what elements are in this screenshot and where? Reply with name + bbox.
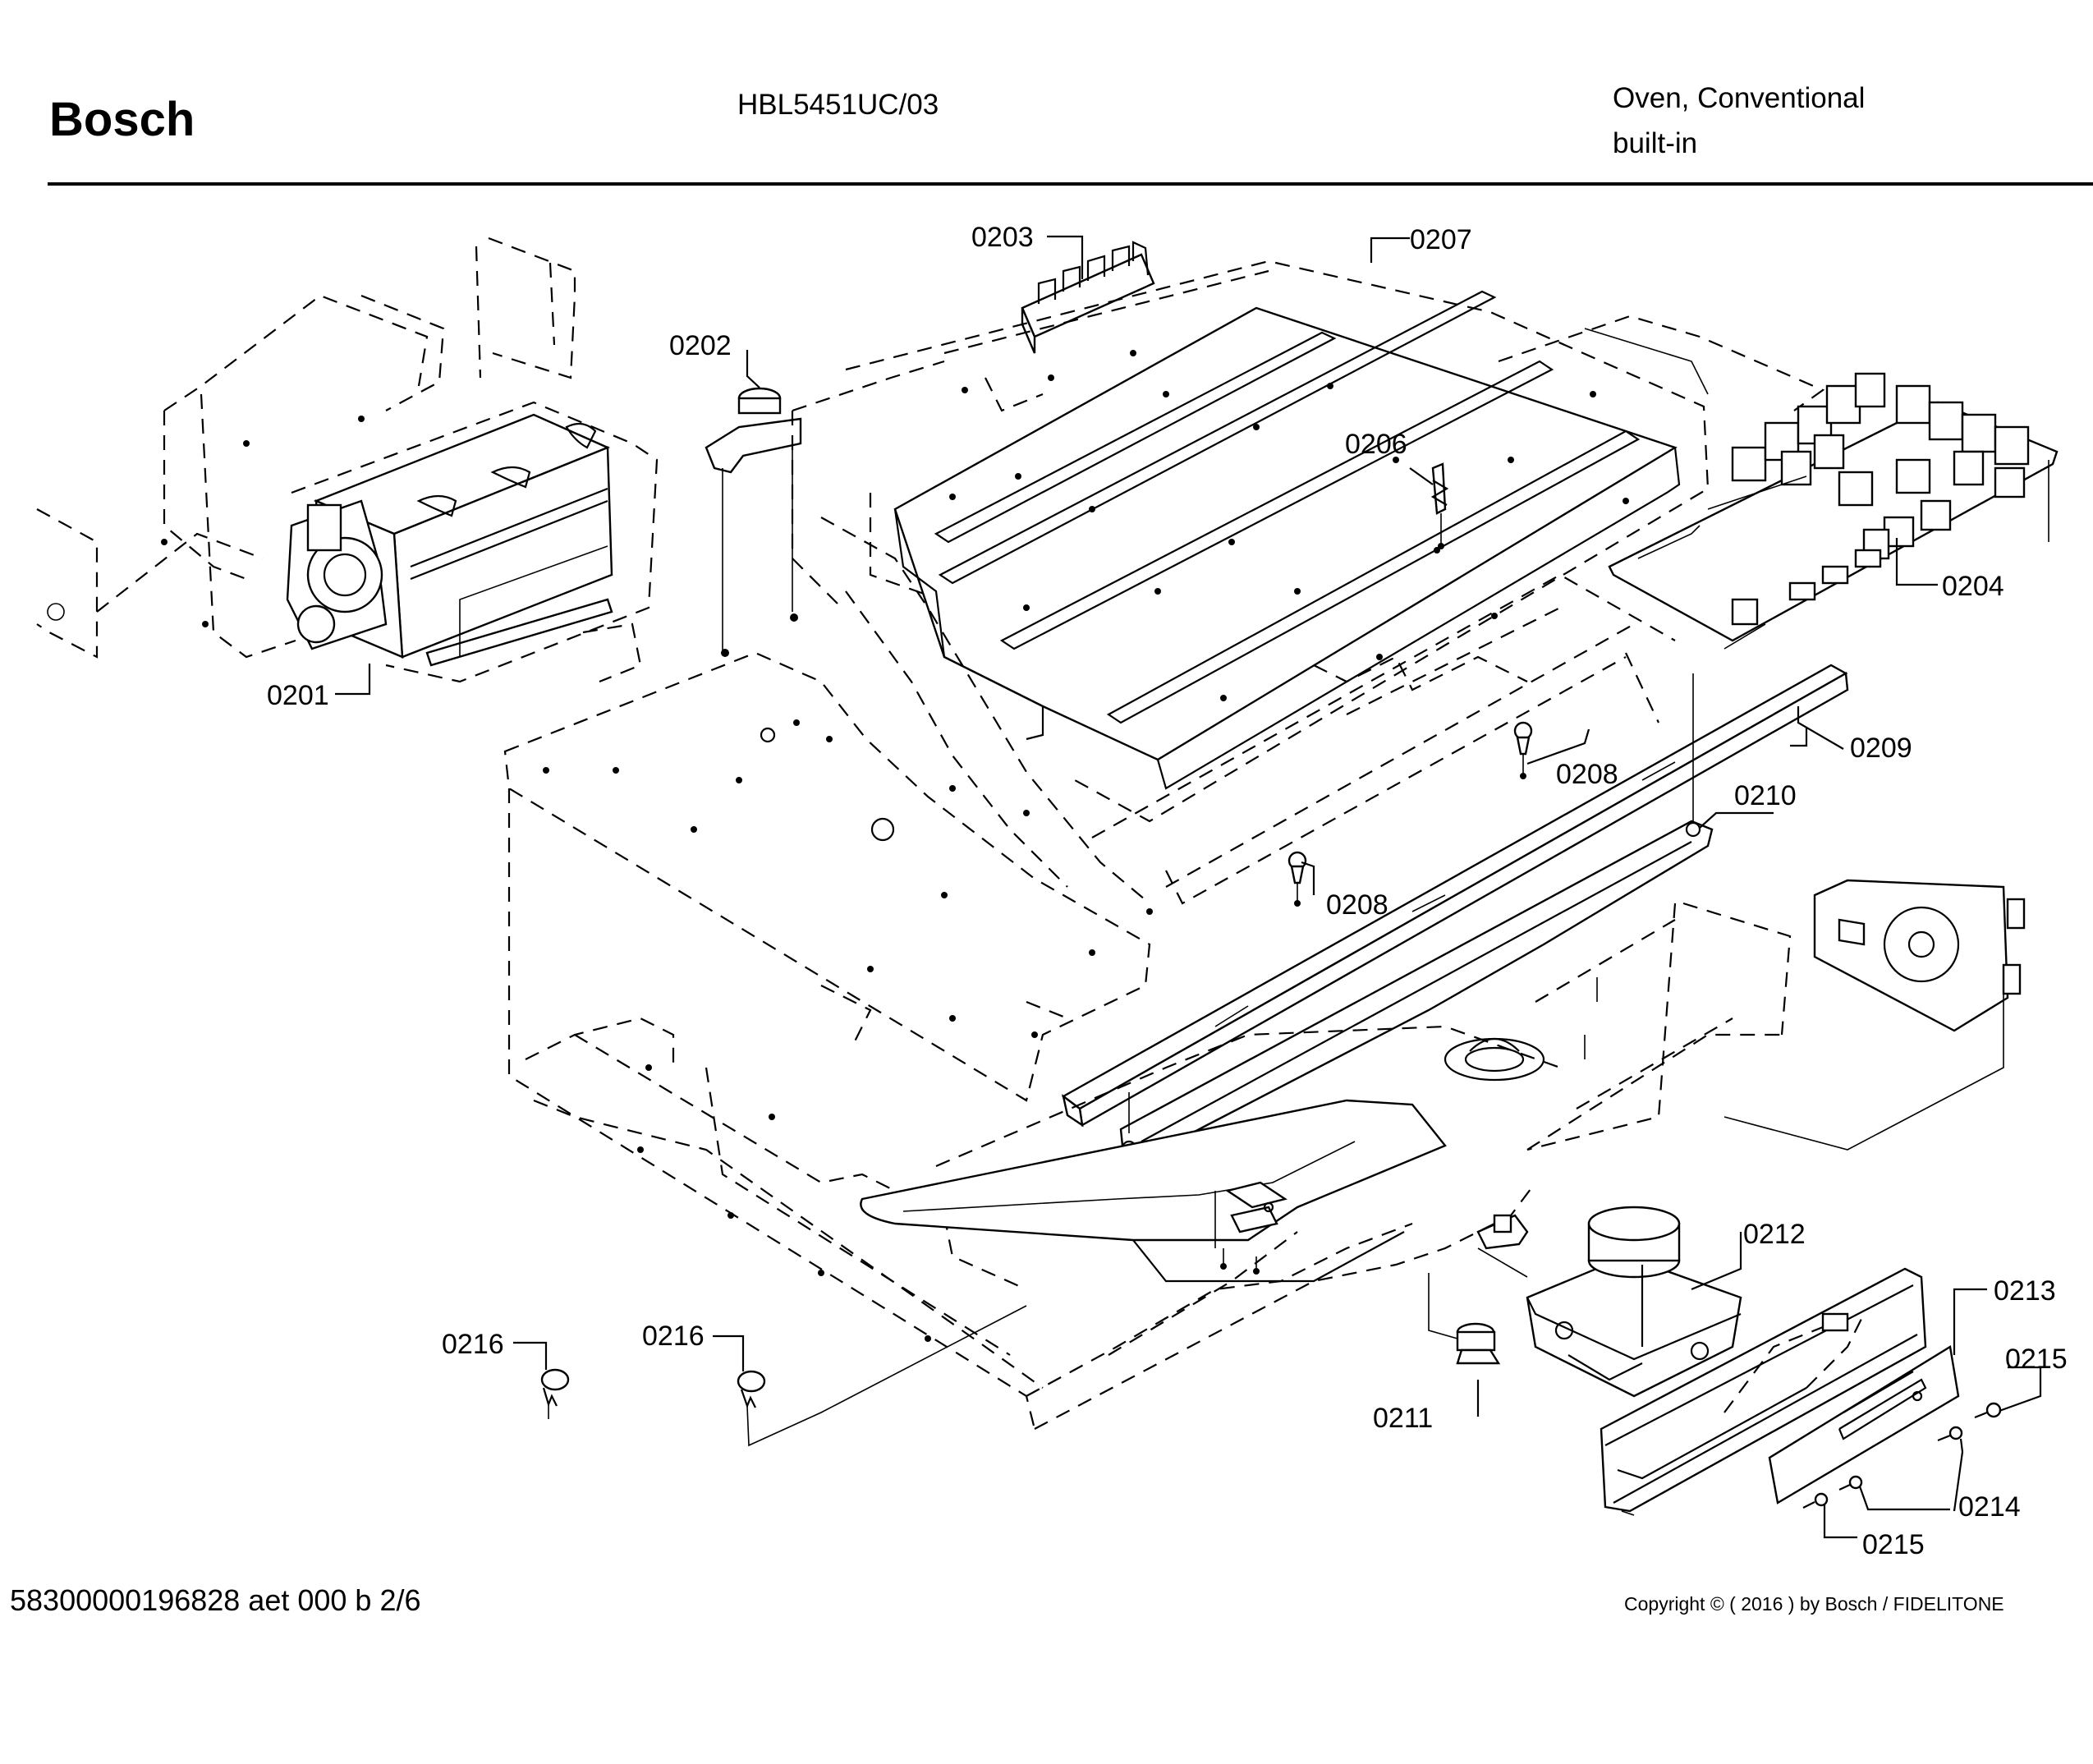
label-0204: 0204 [1942,571,2004,602]
header-divider [48,182,2093,186]
screw-0208-upper [1513,721,1533,779]
high-limit-thermostat [1428,1273,1501,1365]
brand-name: Bosch [49,93,195,146]
inner-top-plate [893,290,1681,790]
screw-0206 [1430,462,1449,549]
product-description-line2: built-in [1613,127,1698,159]
label-0215-upper: 0215 [2005,1344,2068,1375]
foot-grommet-right [737,1305,1027,1447]
model-number: HBL5451UC/03 [737,89,939,121]
label-0216-left: 0216 [442,1329,504,1360]
lower-front-trim [1600,1267,1927,1516]
cooling-fan-assembly [286,401,659,683]
convection-cover-plate [1724,879,2026,1151]
door-lock-switch [1476,1214,1529,1250]
thermostat-bracket [705,387,802,657]
leader-lines [335,235,2042,1539]
left-cabinet-panel [36,237,576,659]
control-board [1498,315,2059,650]
front-trim-plate [1768,1345,1960,1504]
door-lock-motor [1477,1206,1742,1398]
label-0208-upper: 0208 [1556,759,1618,790]
label-0211: 0211 [1373,1403,1433,1434]
label-0213: 0213 [1994,1275,2056,1307]
label-0202: 0202 [669,330,732,361]
label-0201: 0201 [267,680,329,711]
screw-0214 [1937,1426,1963,1442]
oven-top-plate [503,517,1676,1102]
screw-0215-upper [1974,1402,2002,1419]
oven-bottom-floor [935,902,1792,1430]
copyright-notice: Copyright © ( 2016 ) by Bosch / FIDELITO… [1624,1593,2004,1615]
oven-side-panel [507,788,1159,1430]
part-number-labels: 0201 0202 0203 0204 0206 0207 0208 0208 … [267,222,2068,1560]
front-rail [1061,664,1849,1128]
document-id: 58300000196828 aet 000 b 2/6 [10,1583,421,1617]
label-0203: 0203 [971,222,1034,253]
screw-0215-right [1838,1475,1863,1491]
label-0208-lower: 0208 [1326,889,1388,921]
screw-0208-lower [1287,851,1307,907]
label-0215-lower: 0215 [1862,1529,1925,1560]
connector-block [1021,241,1155,354]
product-description-line1: Oven, Conventional [1613,82,1866,114]
foot-grommet-left [540,1368,570,1419]
label-0216-right: 0216 [642,1321,705,1352]
label-0206: 0206 [1345,429,1407,460]
label-0207: 0207 [1410,224,1472,255]
bake-element [860,1099,1447,1283]
label-0214: 0214 [1958,1491,2021,1523]
screw-0215-lower [1802,1492,1829,1509]
label-0212: 0212 [1743,1219,1806,1250]
element-mounting-pins [1214,1181,1287,1275]
label-0209: 0209 [1850,733,1912,764]
label-0210: 0210 [1734,780,1797,811]
